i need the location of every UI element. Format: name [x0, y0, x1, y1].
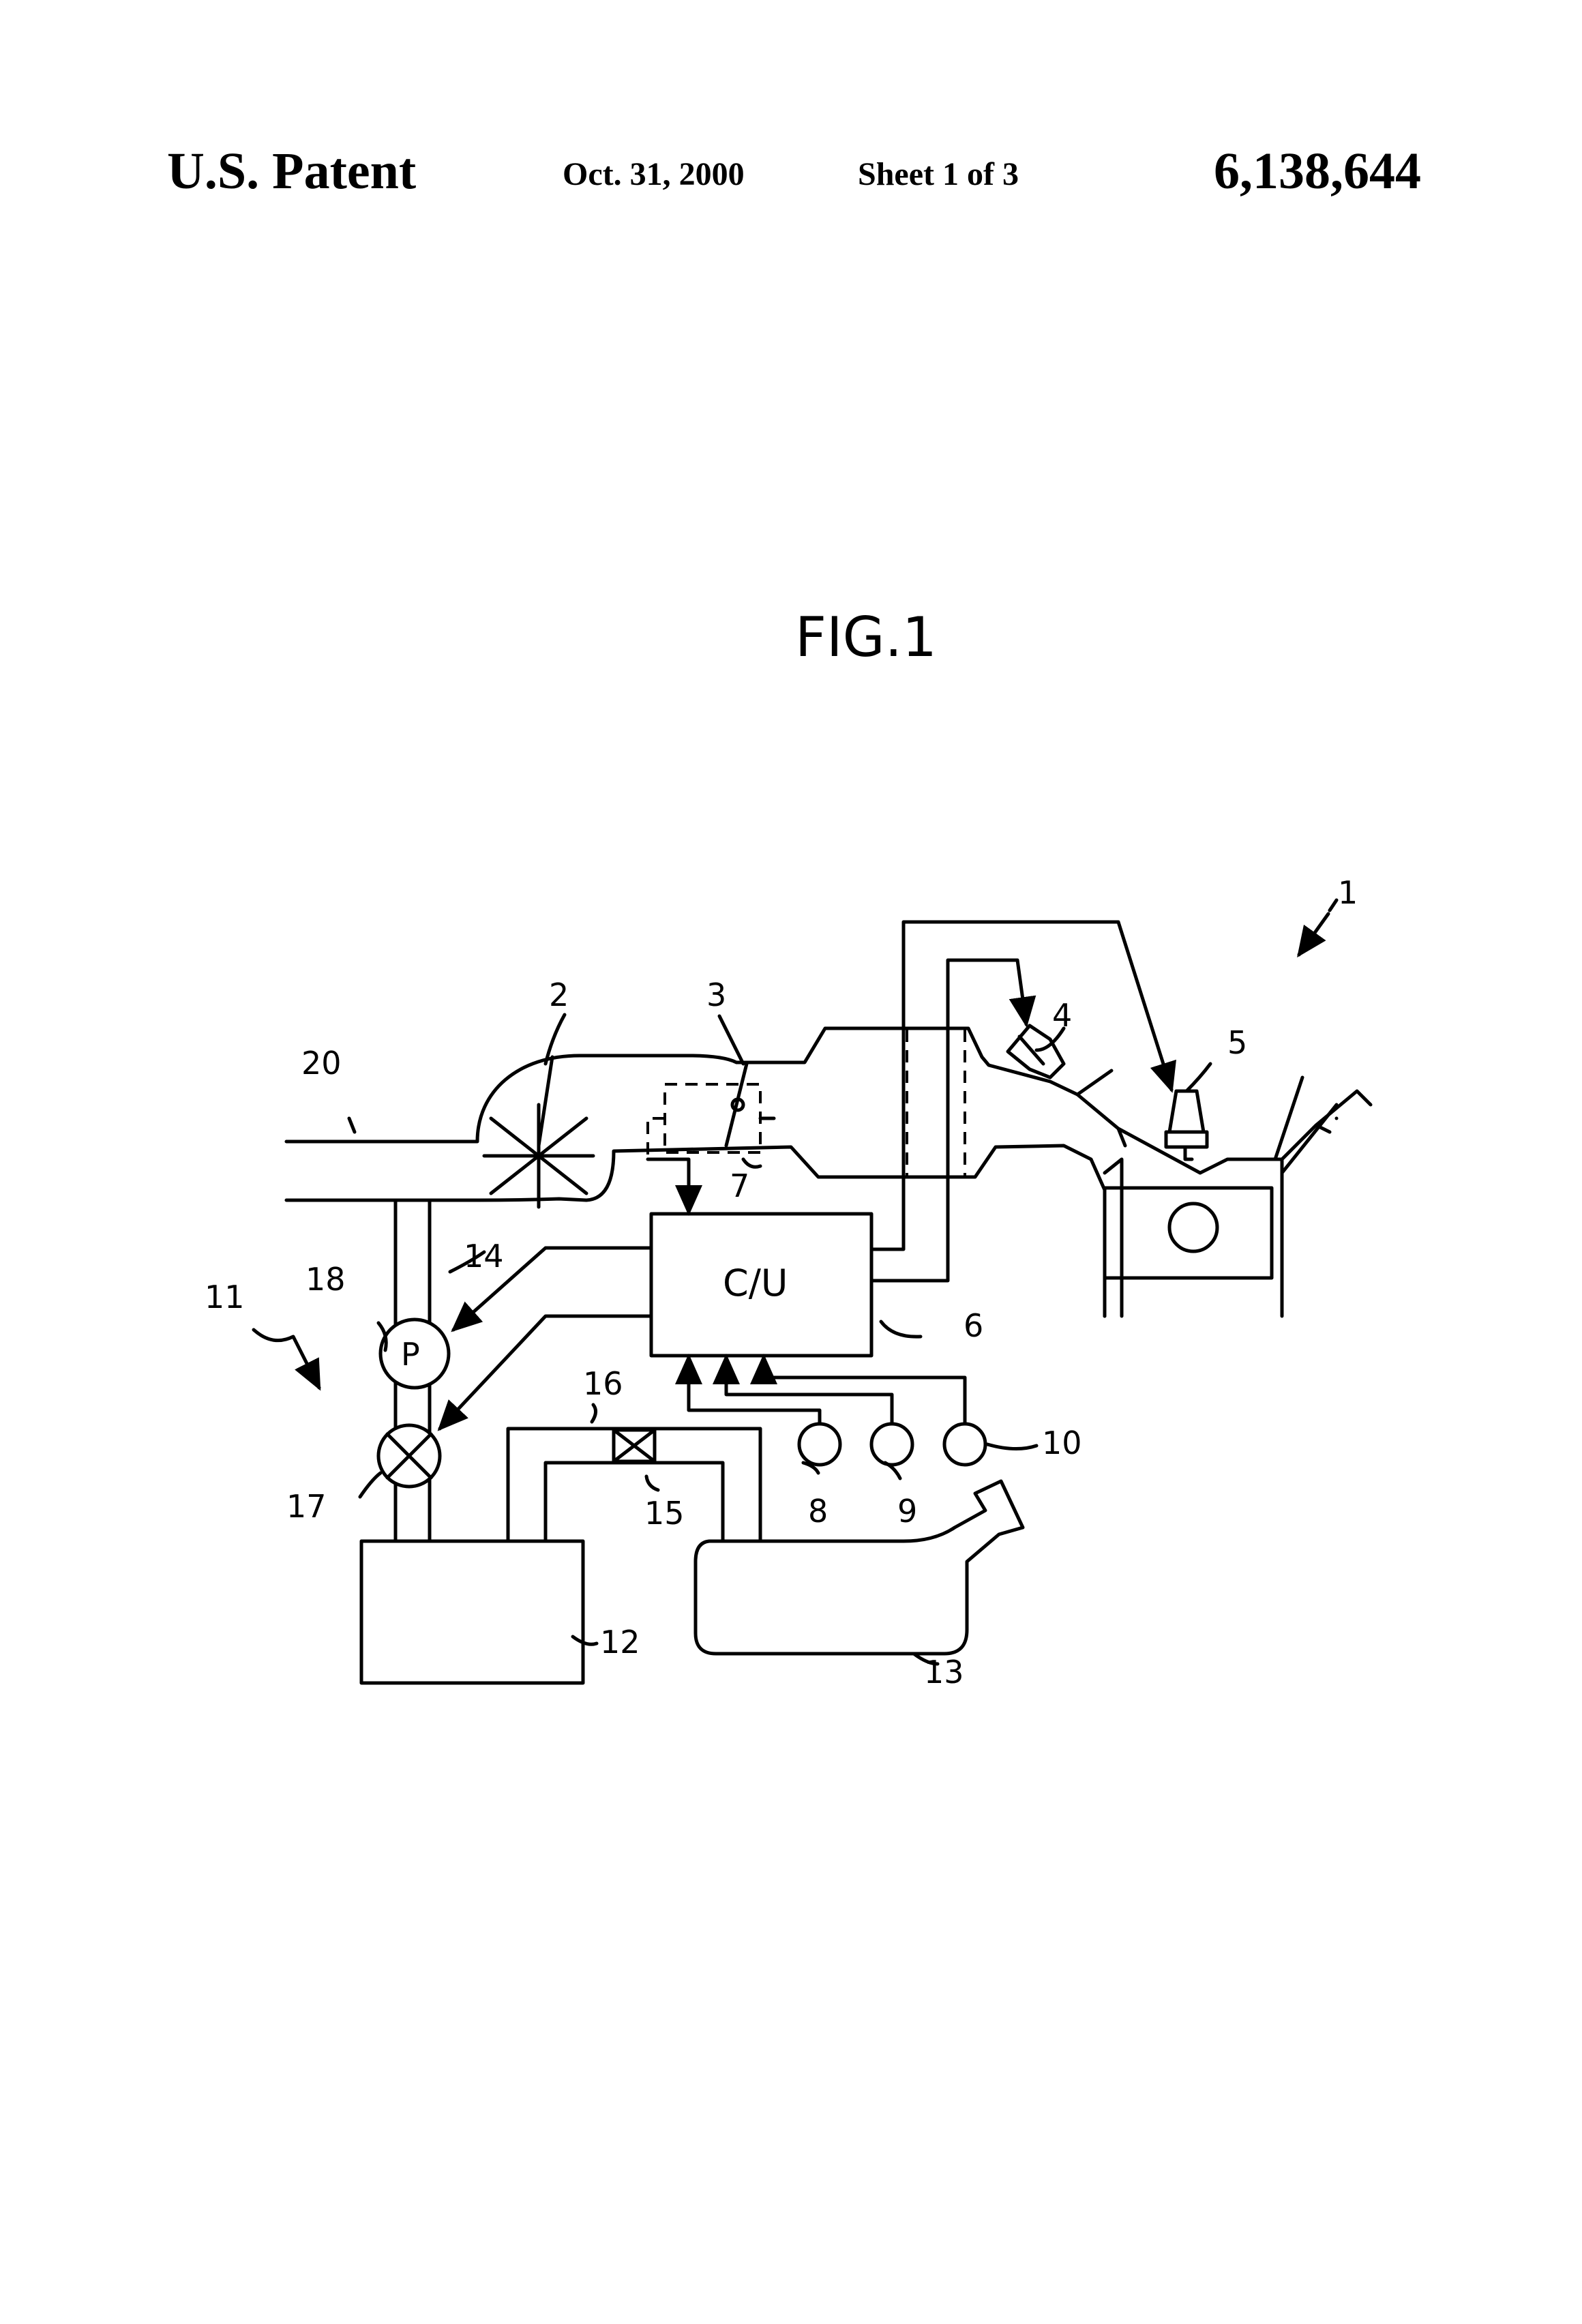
purge-pump: P	[380, 1320, 449, 1388]
leader-lines	[254, 900, 1337, 1664]
throttle-valve	[648, 1064, 774, 1159]
ref-8: 8	[808, 1493, 828, 1530]
engine-cylinder	[1077, 1071, 1371, 1316]
spark-plug	[1166, 1091, 1207, 1159]
ref-17: 17	[286, 1488, 327, 1525]
ref-16: 16	[583, 1365, 623, 1402]
ref-7: 7	[730, 1167, 749, 1204]
intake-passage	[286, 1028, 1125, 1316]
ref-14: 14	[464, 1238, 504, 1275]
vapor-pipe	[508, 1429, 760, 1541]
ref-1: 1	[1338, 874, 1358, 911]
ref-18: 18	[305, 1261, 346, 1298]
control-unit-label: C/U	[723, 1262, 788, 1305]
ref-13: 13	[924, 1654, 964, 1690]
ref-20: 20	[301, 1045, 342, 1082]
ref-6: 6	[964, 1307, 983, 1344]
ref-4: 4	[1052, 997, 1072, 1034]
ref-10: 10	[1042, 1425, 1082, 1461]
figure-title: FIG.1	[795, 606, 937, 669]
canister	[361, 1541, 583, 1683]
fuel-tank	[696, 1481, 1023, 1654]
ref-15: 15	[644, 1495, 685, 1532]
control-unit: C/U	[651, 1214, 871, 1356]
pump-label: P	[401, 1336, 420, 1373]
ref-9: 9	[897, 1493, 917, 1530]
purge-control-valve	[378, 1425, 440, 1487]
ref-12: 12	[600, 1624, 640, 1660]
sensors	[689, 1357, 985, 1465]
compressor-fan	[484, 1057, 593, 1207]
ref-2: 2	[549, 977, 569, 1013]
ref-11: 11	[205, 1279, 245, 1315]
ref-5: 5	[1227, 1024, 1247, 1061]
ref-3: 3	[706, 977, 726, 1013]
